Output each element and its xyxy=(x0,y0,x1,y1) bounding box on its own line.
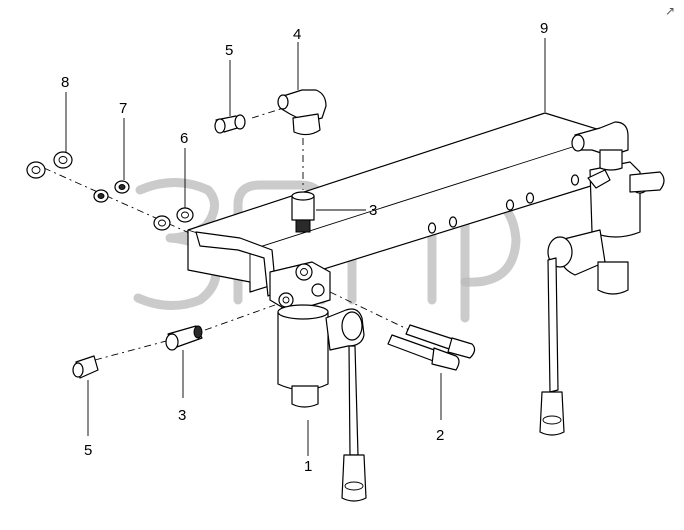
callout-2: 2 xyxy=(436,427,444,444)
elbow-fitting xyxy=(277,89,327,136)
leader-lines xyxy=(65,38,546,456)
adapter-center xyxy=(291,191,315,233)
bracket-plate xyxy=(187,112,611,297)
bolts xyxy=(387,324,476,371)
callout-8: 8 xyxy=(61,74,69,91)
adapter-lower xyxy=(165,325,203,351)
callout-6: 6 xyxy=(180,130,188,147)
valve-assembly-front xyxy=(269,261,367,502)
callout-3-lower: 3 xyxy=(178,407,186,424)
callout-4: 4 xyxy=(293,26,301,43)
callout-labels: 1 2 3 3 4 5 5 6 7 8 9 xyxy=(61,20,548,475)
assembly-axes xyxy=(43,105,431,361)
callout-1: 1 xyxy=(304,458,312,475)
callout-5-lower: 5 xyxy=(84,442,92,459)
corner-mark: ↗ xyxy=(665,4,675,18)
fitting-nut-lower xyxy=(72,355,99,379)
valve-assembly-mounted xyxy=(539,121,665,436)
fitting-nut-top xyxy=(214,114,246,134)
washers-and-nuts xyxy=(26,151,194,231)
callout-7: 7 xyxy=(119,100,127,117)
callout-5-top: 5 xyxy=(225,42,233,59)
callout-9: 9 xyxy=(540,20,548,37)
callout-3-center: 3 xyxy=(369,202,377,219)
